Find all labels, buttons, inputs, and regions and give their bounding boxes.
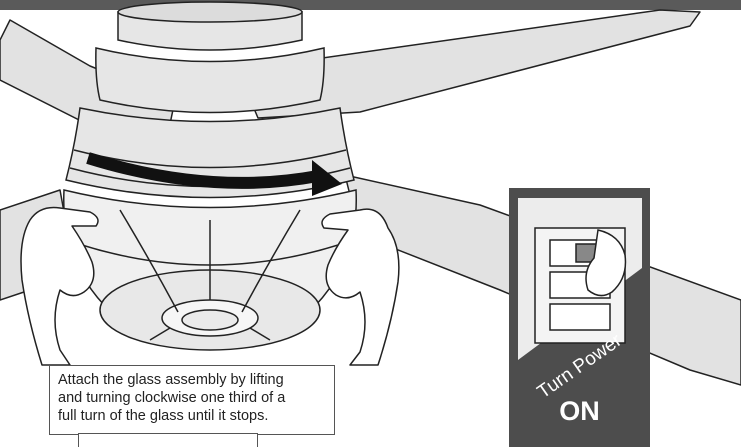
caption-line-1: Attach the glass assembly by lifting <box>58 371 326 389</box>
glass-dome <box>64 190 357 350</box>
switch-3 <box>550 304 610 330</box>
top-bar <box>0 0 741 10</box>
instruction-caption: Attach the glass assembly by lifting and… <box>49 365 335 435</box>
caption-line-3: full turn of the glass until it stops. <box>58 407 326 425</box>
motor-body <box>96 48 324 113</box>
caption-line-2: and turning clockwise one third of a <box>58 389 326 407</box>
power-state-label: ON <box>509 396 650 427</box>
caption-tab <box>78 433 258 447</box>
